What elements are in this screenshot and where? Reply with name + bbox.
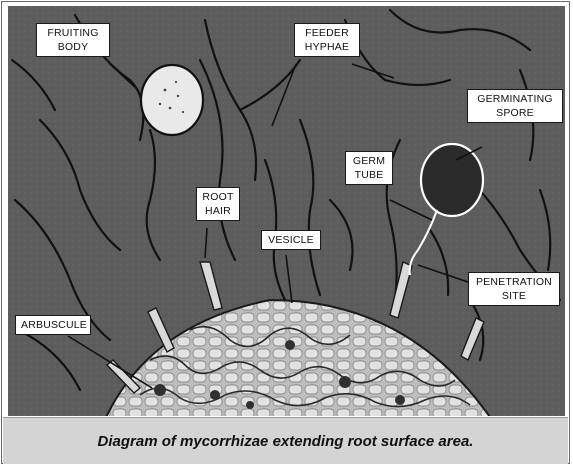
label-arbuscule: ARBUSCULE	[15, 315, 91, 335]
label-fruiting-body: FRUITINGBODY	[36, 23, 110, 57]
figure-caption: Diagram of mycorrhizae extending root su…	[98, 433, 474, 450]
label-feeder-hyphae: FEEDERHYPHAE	[294, 23, 360, 57]
label-germ-tube: GERMTUBE	[345, 151, 393, 185]
fruiting-body	[141, 65, 203, 135]
label-vesicle: VESICLE	[261, 230, 321, 250]
caption-bar: Diagram of mycorrhizae extending root su…	[3, 417, 568, 464]
label-penetration-site: PENETRATIONSITE	[468, 272, 560, 306]
label-germinating-spore: GERMINATINGSPORE	[467, 89, 563, 123]
label-root-hair: ROOTHAIR	[196, 187, 240, 221]
